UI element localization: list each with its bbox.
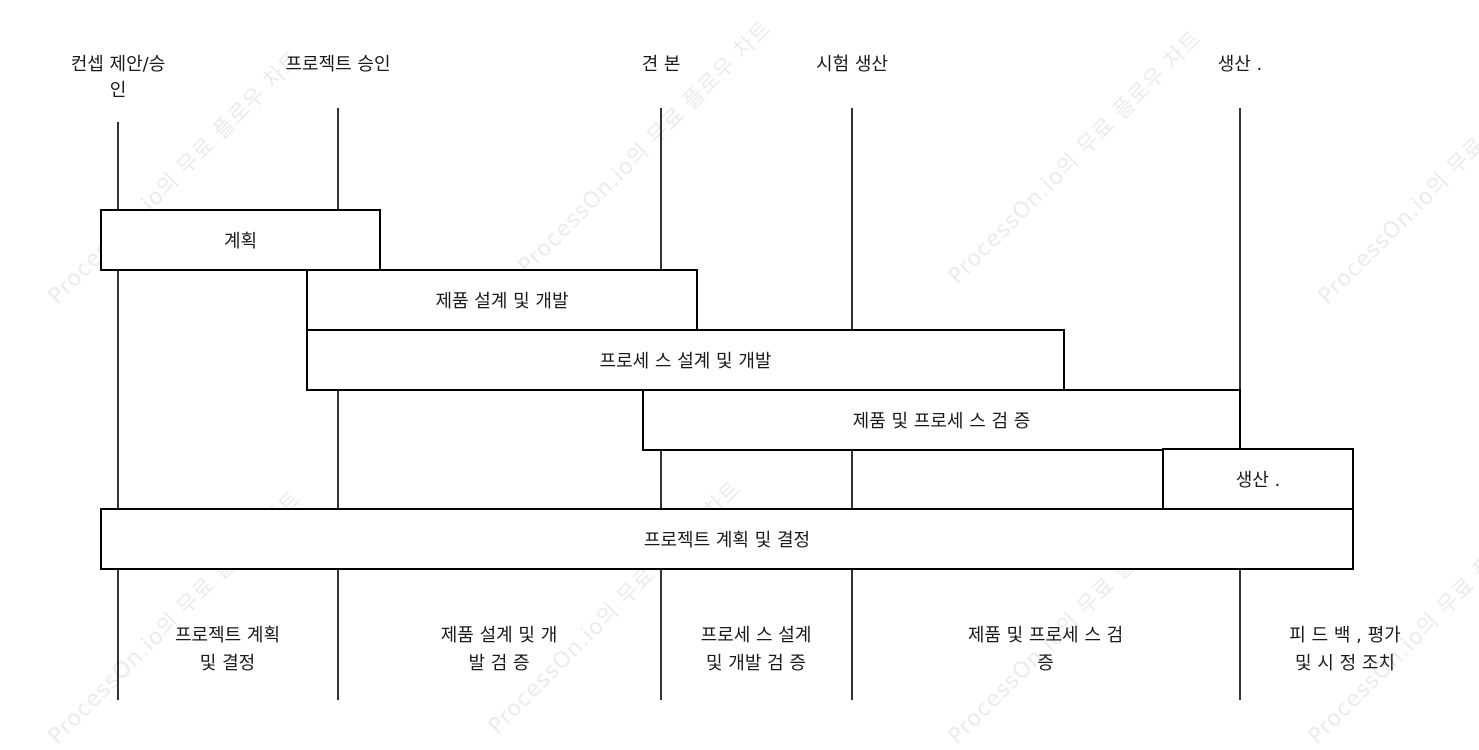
phase-bar-planning: 계획 [100,209,381,271]
phase-bar-label: 계획 [223,231,258,252]
bottom-label-5: 피 드 백 , 평가 및 시 정 조치 [1289,625,1401,674]
milestone-line-project-approval [337,108,339,700]
phase-bar-label: 프로젝트 계획 및 결정 [643,530,811,551]
milestone-label-project-approval: 프로젝트 승인 [285,54,391,75]
phase-bar-label: 프로세 스 설계 및 개발 [599,351,772,372]
phase-bar-validation: 제품 및 프로세 스 검 증 [642,389,1241,451]
milestone-label-pilot-production: 시험 생산 [816,54,888,75]
milestone-label-production: 생산 . [1217,54,1263,75]
phase-bar-project-planning: 프로젝트 계획 및 결정 [100,508,1354,570]
watermark-4: ProcessOn.io의 무료 플로우 차트 [1313,46,1479,310]
milestone-line-concept [117,122,119,700]
phase-bar-product-design: 제품 설계 및 개발 [306,269,698,331]
phase-bar-production: 생산 . [1162,448,1354,510]
phase-bar-process-design: 프로세 스 설계 및 개발 [306,329,1065,391]
bottom-label-2: 제품 설계 및 개 발 검 증 [440,625,558,674]
milestone-label-prototype: 견 본 [641,54,681,75]
phase-bar-label: 제품 및 프로세 스 검 증 [852,411,1031,432]
milestone-label-concept: 컨셉 제안/승 인 [70,54,166,101]
bottom-label-1: 프로젝트 계획 및 결정 [174,625,281,674]
phase-bar-label: 생산 . [1235,470,1281,491]
phase-bar-label: 제품 설계 및 개발 [435,291,569,312]
bottom-label-3: 프로세 스 설계 및 개발 검 증 [700,625,812,674]
bottom-label-4: 제품 및 프로세 스 검 증 [967,625,1124,674]
